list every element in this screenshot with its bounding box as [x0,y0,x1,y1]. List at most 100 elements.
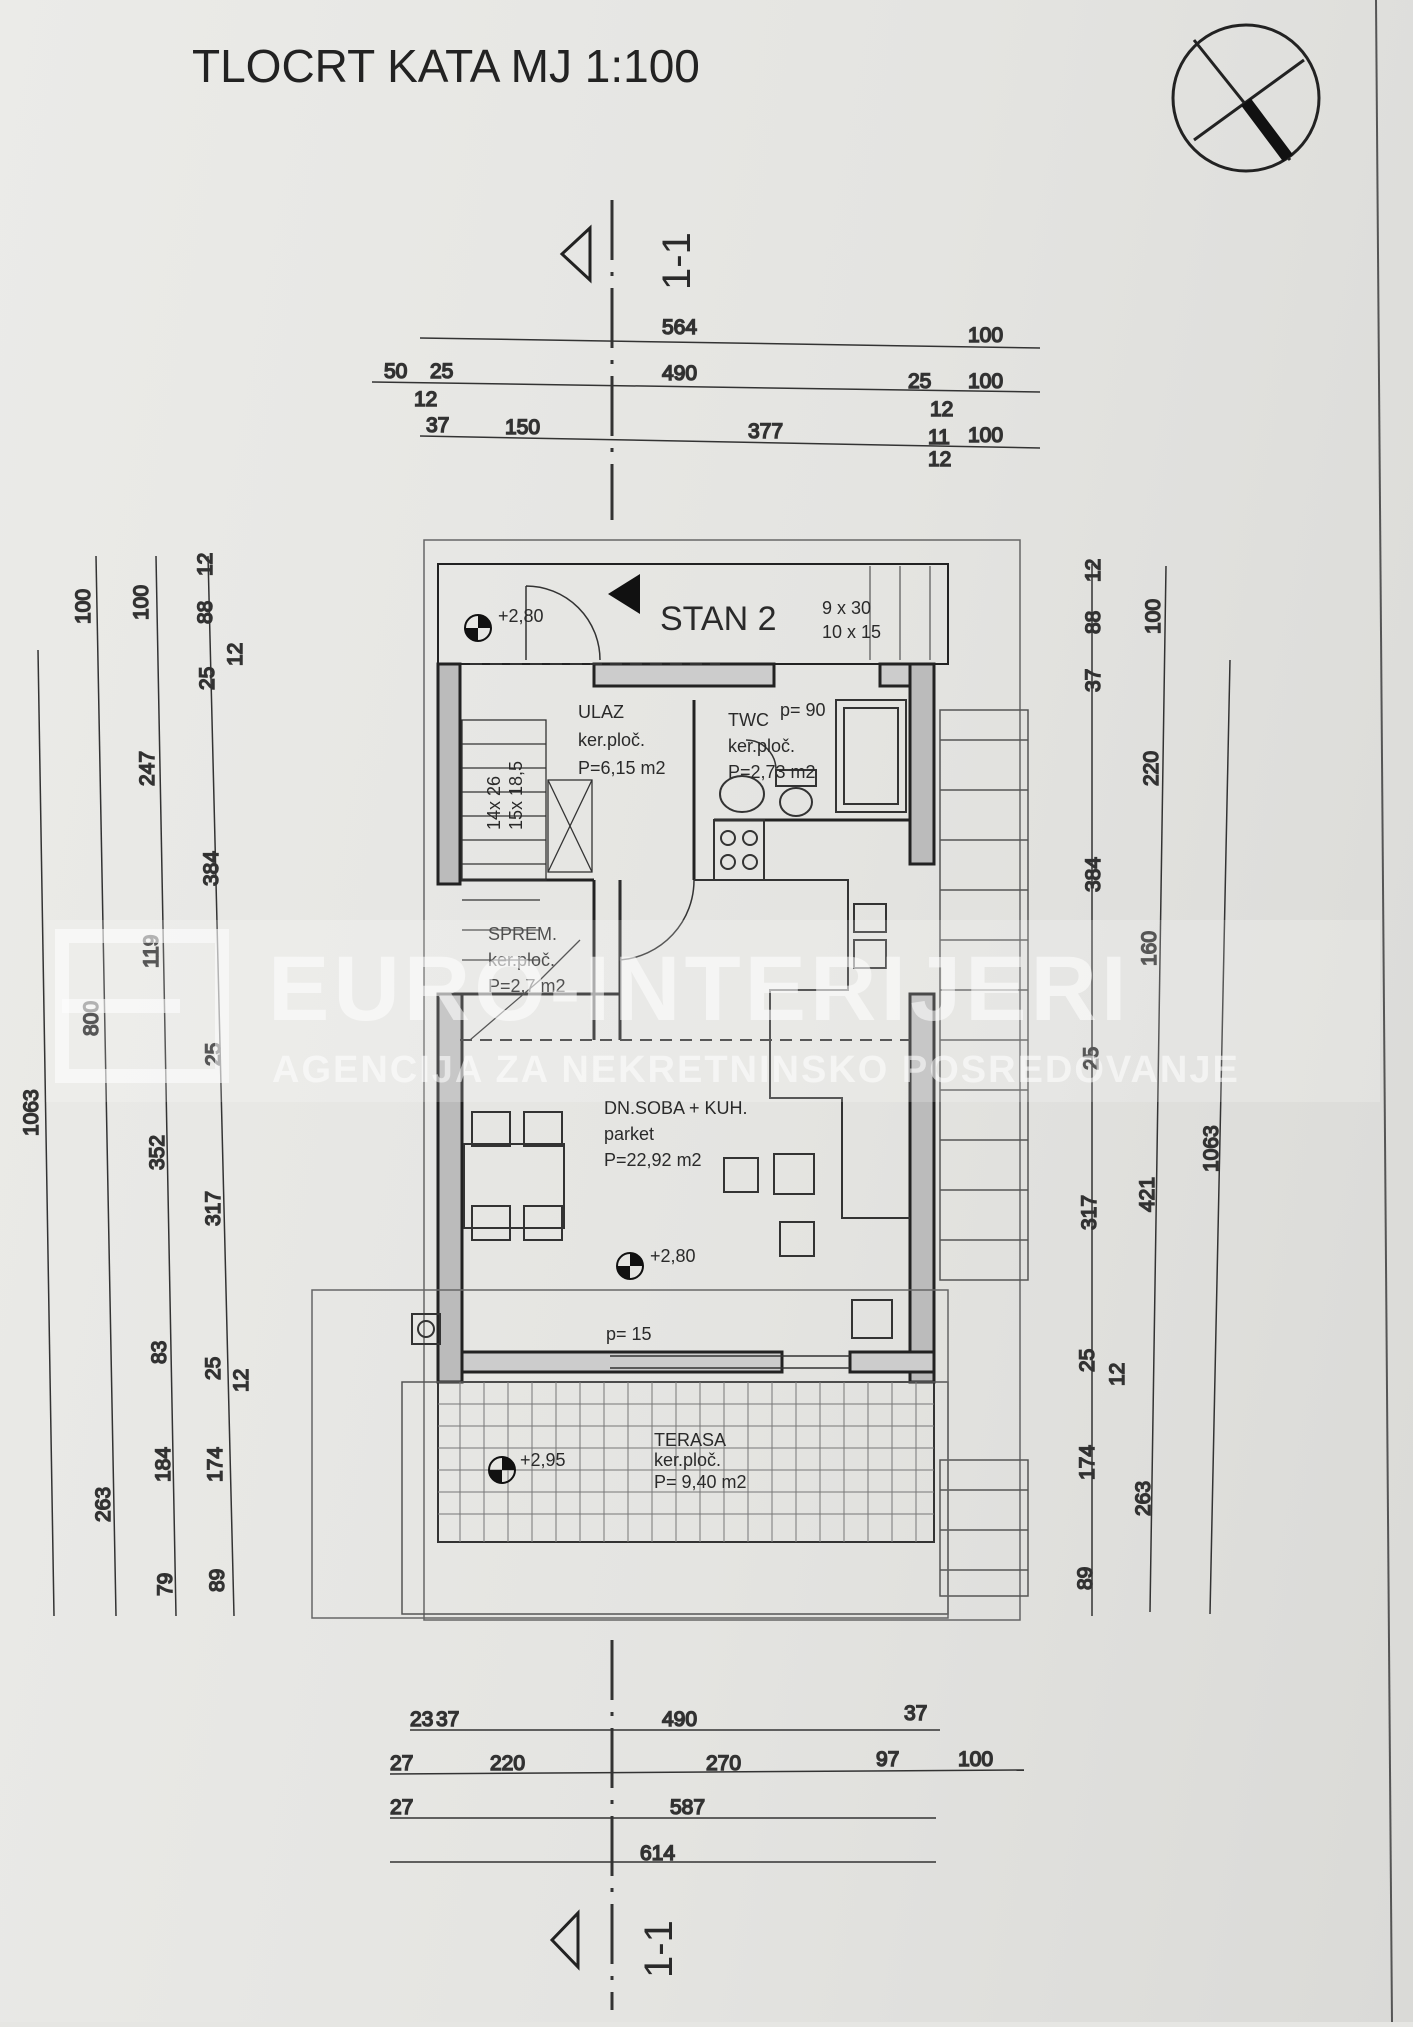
level-label: +2,95 [520,1450,566,1470]
svg-text:270: 270 [706,1752,741,1775]
svg-text:11: 11 [928,426,950,449]
svg-text:220: 220 [1140,751,1163,786]
bottom-dimensions: 23 37 490 37 27 220 270 97 100 27 587 61… [389,1701,1025,1866]
svg-text:25: 25 [908,370,931,393]
stair-note: 14x 26 [484,776,504,830]
svg-text:ker.ploč.: ker.ploč. [488,950,555,970]
svg-text:614: 614 [640,1842,675,1865]
exterior-stairs [939,709,1029,1597]
svg-text:1063: 1063 [1200,1125,1223,1172]
svg-text:37: 37 [1082,669,1105,692]
svg-text:89: 89 [206,1569,229,1592]
level-marker-icon [464,614,644,1484]
svg-text:25: 25 [202,1357,225,1380]
left-dimensions: 1063 100 800 263 100 247 119 352 83 184 … [19,552,254,1617]
room-sprem: SPREM. ker.ploč. P=2,7 m2 [488,924,566,996]
room-ulaz: ULAZ ker.ploč. P=6,15 m2 [578,702,666,778]
svg-text:12: 12 [224,643,247,666]
svg-text:150: 150 [505,416,540,439]
svg-text:1-1: 1-1 [637,1920,681,1978]
svg-text:23: 23 [410,1708,433,1731]
svg-text:377: 377 [748,420,783,443]
svg-text:12: 12 [414,388,437,411]
watermark: EURO-INTERIJERI AGENCIJA ZA NEKRETNINSKO… [46,920,1380,1102]
svg-text:97: 97 [876,1748,899,1771]
svg-text:ker.ploč.: ker.ploč. [654,1450,721,1470]
dining-furniture [411,1111,893,1345]
door-swings [525,585,777,961]
svg-text:12: 12 [194,553,217,576]
watermark-logo-icon [55,929,229,1083]
section-marker-top: 1-1 [559,200,699,520]
svg-text:100: 100 [968,424,1003,447]
sheet-border [1375,0,1393,2023]
stair-note: 9 x 30 [822,598,871,618]
floor-plan [311,539,1029,1621]
kitchen-counter [694,819,910,1219]
svg-text:25: 25 [430,360,453,383]
svg-text:100: 100 [130,585,153,620]
svg-text:ULAZ: ULAZ [578,702,624,722]
svg-text:25: 25 [1080,1047,1103,1070]
svg-text:25: 25 [196,667,219,690]
svg-text:490: 490 [662,1708,697,1731]
svg-text:12: 12 [928,448,951,471]
svg-text:P=2,73 m2: P=2,73 m2 [728,762,816,782]
top-dimensions: 564 100 50 25 12 490 25 12 100 37 150 37… [371,315,1041,472]
room-terrace: TERASA ker.ploč. P= 9,40 m2 [654,1430,747,1492]
svg-text:ker.ploč.: ker.ploč. [578,730,645,750]
svg-text:100: 100 [968,370,1003,393]
svg-text:88: 88 [194,601,217,624]
svg-text:TWC: TWC [728,710,769,730]
interior-stairs [461,719,593,881]
svg-text:83: 83 [148,1341,171,1364]
svg-text:587: 587 [670,1796,705,1819]
svg-text:317: 317 [202,1191,225,1226]
svg-text:50: 50 [384,360,407,383]
terrace [311,1289,949,1619]
north-arrow-icon [1171,23,1321,173]
svg-text:37: 37 [436,1708,459,1731]
svg-text:1-1: 1-1 [655,232,699,290]
svg-text:25: 25 [1076,1349,1099,1372]
svg-text:P=22,92 m2: P=22,92 m2 [604,1150,702,1170]
svg-text:184: 184 [152,1447,175,1482]
stair-note: 15x 18,5 [506,761,526,830]
walls [436,662,936,1384]
svg-text:SPREM.: SPREM. [488,924,557,944]
svg-text:12: 12 [1106,1363,1129,1386]
svg-text:1063: 1063 [20,1089,43,1136]
svg-text:p= 15: p= 15 [606,1324,652,1344]
svg-text:564: 564 [662,316,697,339]
svg-text:P= 9,40 m2: P= 9,40 m2 [654,1472,747,1492]
svg-text:263: 263 [92,1487,115,1522]
svg-text:384: 384 [200,851,223,886]
right-dimensions: 12 88 37 384 25 317 25 12 174 89 100 220… [1073,558,1231,1616]
svg-text:100: 100 [72,589,95,624]
svg-text:247: 247 [136,751,159,786]
svg-text:100: 100 [958,1748,993,1771]
section-marker-bottom: 1-1 [549,1640,681,2010]
svg-text:12: 12 [230,1369,253,1392]
svg-text:27: 27 [390,1752,413,1775]
svg-text:317: 317 [1078,1195,1101,1230]
level-label: +2,80 [498,606,544,626]
svg-text:174: 174 [204,1447,227,1482]
entrance-arrow-icon [608,574,640,614]
svg-text:parket: parket [604,1124,654,1144]
svg-text:160: 160 [1138,931,1161,966]
svg-text:174: 174 [1076,1445,1099,1480]
level-label: +2,80 [650,1246,696,1266]
svg-text:384: 384 [1082,857,1105,892]
svg-text:DN.SOBA + KUH.: DN.SOBA + KUH. [604,1098,748,1118]
stair-note: 10 x 15 [822,622,881,642]
svg-text:89: 89 [1074,1567,1097,1590]
svg-text:P=2,7 m2: P=2,7 m2 [488,976,566,996]
svg-text:421: 421 [1136,1177,1159,1212]
watermark-title: EURO-INTERIJERI [268,938,1131,1040]
svg-text:352: 352 [146,1135,169,1170]
svg-text:p= 90: p= 90 [780,700,826,720]
plan-title: TLOCRT KATA MJ 1:100 [192,40,700,92]
svg-text:100: 100 [968,324,1003,347]
